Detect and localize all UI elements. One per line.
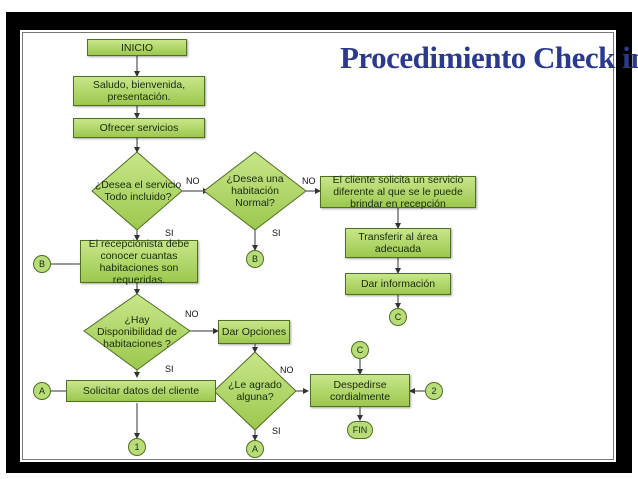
- label-no-disponibilidad: NO: [185, 309, 199, 319]
- connector-2: 2: [425, 382, 443, 400]
- decision-disponibilidad: [83, 293, 191, 371]
- connector-a-left: A: [33, 382, 51, 400]
- decision-todo-incluido: [91, 151, 183, 231]
- connector-1: 1: [128, 438, 146, 456]
- label-no-habitacion: NO: [302, 176, 316, 186]
- connector-a-bottom: A: [246, 440, 264, 458]
- label-no-todo-incluido: NO: [186, 176, 200, 186]
- node-servicio-diferente: El cliente solicita un servicio diferent…: [320, 174, 476, 210]
- connector-c-top: C: [351, 341, 369, 359]
- label-si-todo-incluido: SI: [165, 228, 174, 238]
- node-saludo: Saludo, bienvenida, presentación.: [73, 76, 205, 106]
- text-le-agrado: ¿Le agrado alguna?: [228, 379, 282, 403]
- node-transferir: Transferir al área adecuada: [345, 228, 451, 258]
- label-si-le-agrado: SI: [272, 426, 281, 436]
- label-no-le-agrado: NO: [280, 365, 294, 375]
- decision-le-agrado: [213, 351, 297, 431]
- label-si-habitacion: SI: [272, 228, 281, 238]
- node-inicio: INICIO: [87, 39, 187, 56]
- text-solicitar-datos: Solicitar datos del cliente: [66, 380, 216, 402]
- node-recepcionista: El recepcionista debe conocer cuantas ha…: [80, 238, 198, 286]
- node-fin: FIN: [347, 421, 373, 439]
- connector-c-right: C: [389, 308, 407, 326]
- node-despedirse: Despedirse cordialmente: [310, 374, 410, 407]
- text-todo-incluido: ¿Desea el servicio Todo incluido?: [94, 179, 182, 203]
- connector-b-left: B: [33, 255, 51, 273]
- page-title: Procedimiento Check in: [340, 40, 638, 75]
- text-disponibilidad: ¿Hay Disponibilidad de habitaciones ?: [97, 314, 177, 350]
- connector-b-mid: B: [246, 250, 264, 268]
- decision-habitacion-normal: [203, 151, 307, 231]
- label-si-disponibilidad: SI: [165, 364, 174, 374]
- node-ofrecer-servicios: Ofrecer servicios: [73, 118, 205, 138]
- text-habitacion-normal: ¿Desea una habitación Normal?: [226, 173, 284, 209]
- node-dar-informacion: Dar información: [345, 273, 451, 295]
- node-dar-opciones: Dar Opciones: [218, 320, 290, 344]
